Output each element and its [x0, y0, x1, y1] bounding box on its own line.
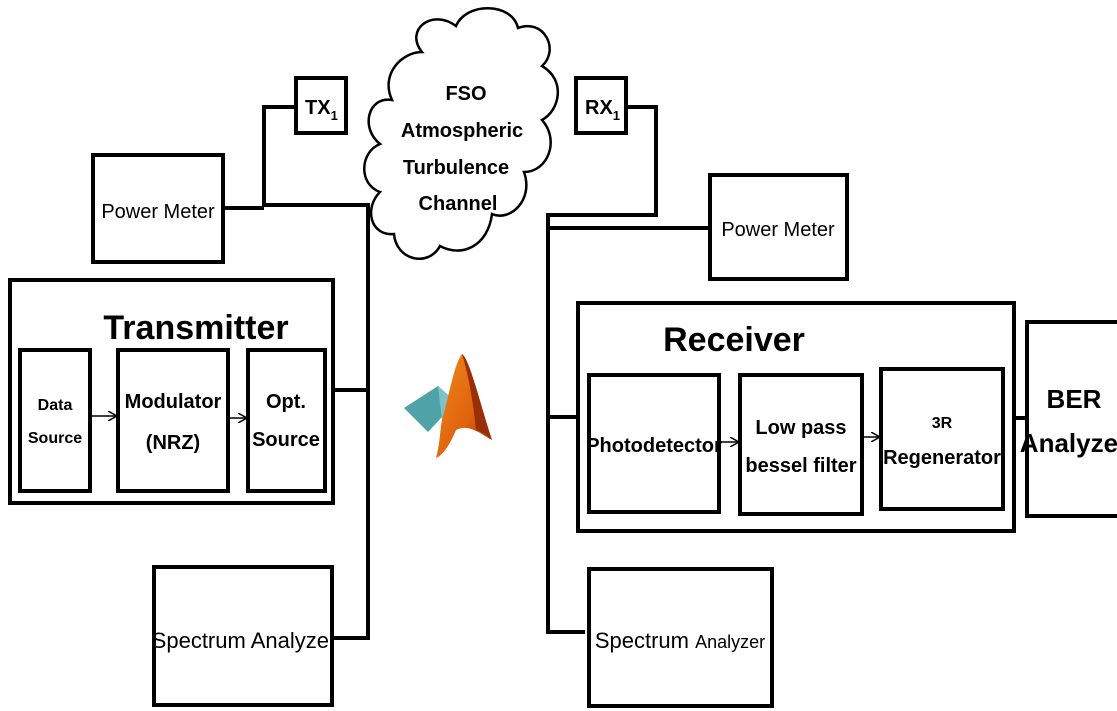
- tx-power-meter-label: Power Meter: [101, 201, 215, 223]
- tx1-box: TX1: [294, 76, 348, 135]
- rx1-box: RX1: [574, 76, 628, 135]
- ber-line-1: BER: [1047, 384, 1102, 414]
- filter-line-1: Low pass: [755, 417, 846, 439]
- rx-spectrum-analyzer: Spectrum Analyzer: [587, 567, 774, 708]
- receiver-block: Receiver Photodetector Low pass bessel f…: [576, 301, 1016, 533]
- rx1-label: RX1: [585, 97, 620, 123]
- data-source-line-1: Data: [38, 397, 73, 414]
- ber-analyzer: BER Analyzer: [1020, 320, 1117, 518]
- tx-connections: [223, 105, 370, 640]
- filter-line-2: bessel filter: [745, 455, 856, 477]
- rx-connections: [546, 105, 1027, 634]
- matlab-logo-icon: [404, 354, 492, 458]
- channel-line-4: Channel: [419, 193, 498, 215]
- tx-spectrum-label: Spectrum Analyzer: [152, 628, 337, 653]
- transmitter-title: Transmitter: [103, 309, 288, 347]
- fso-channel-cloud: FSO Atmospheric Turbulence Channel: [363, 7, 560, 261]
- regenerator-line-1: 3R: [932, 415, 953, 432]
- transmitter-block: Transmitter Data Source Modulator (NRZ) …: [8, 278, 335, 505]
- channel-line-3: Turbulence: [403, 157, 509, 179]
- rx-spectrum-label: Spectrum Analyzer: [595, 628, 765, 653]
- ber-line-2: Analyzer: [1020, 428, 1117, 458]
- rx-power-meter: Power Meter: [708, 173, 849, 281]
- modulator-line-1: Modulator: [125, 391, 222, 413]
- channel-line-2: Atmospheric: [401, 120, 523, 142]
- tx-spectrum-analyzer: Spectrum Analyzer: [152, 565, 337, 707]
- receiver-title: Receiver: [663, 321, 805, 359]
- photodetector-label: Photodetector: [586, 435, 722, 457]
- tx-power-meter: Power Meter: [91, 153, 225, 264]
- rx-power-meter-label: Power Meter: [721, 219, 835, 241]
- modulator-line-2: (NRZ): [146, 432, 200, 454]
- tx1-label: TX1: [305, 97, 338, 123]
- opt-source-line-2: Source: [252, 429, 320, 451]
- opt-source-line-1: Opt.: [266, 391, 306, 413]
- regenerator-line-2: Regenerator: [883, 447, 1001, 469]
- channel-line-1: FSO: [445, 83, 486, 105]
- data-source-line-2: Source: [28, 430, 82, 447]
